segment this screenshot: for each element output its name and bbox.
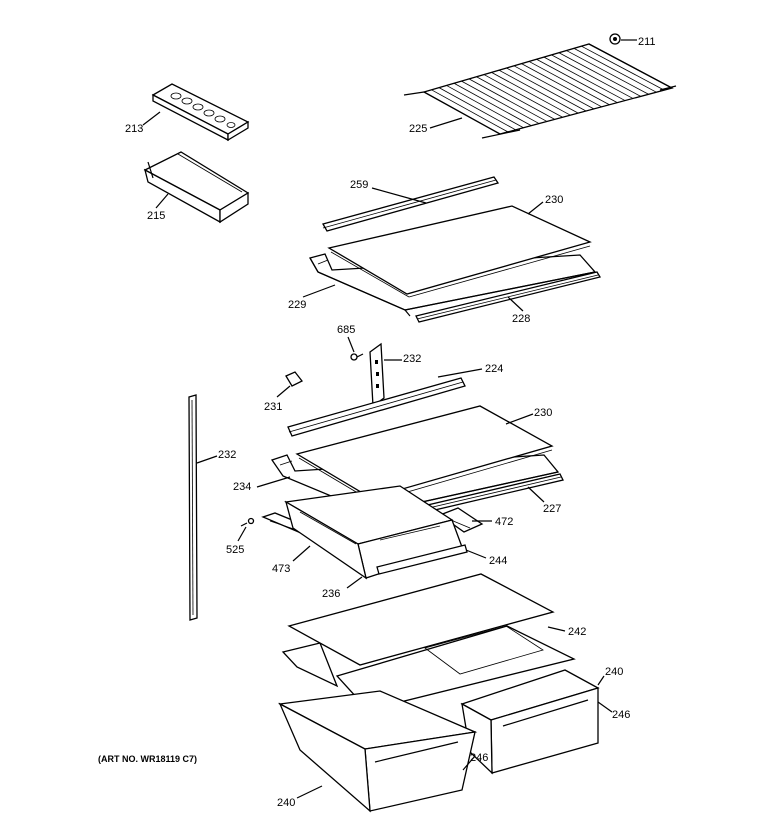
callout-244: 244 xyxy=(489,555,507,567)
leader-225 xyxy=(429,117,463,129)
callout-234: 234 xyxy=(233,481,251,493)
leader-525 xyxy=(237,526,247,542)
part-230-glass-upper xyxy=(327,205,592,298)
leader-230-upper xyxy=(527,201,544,215)
part-215-door-bin xyxy=(143,151,250,224)
leader-231 xyxy=(276,385,291,398)
callout-225: 225 xyxy=(409,123,427,135)
callout-227: 227 xyxy=(543,503,561,515)
leader-224 xyxy=(437,368,483,378)
leader-259 xyxy=(371,187,427,204)
callout-242: 242 xyxy=(568,626,586,638)
part-231-clip xyxy=(285,371,303,387)
leader-215 xyxy=(155,193,169,209)
callout-211: 211 xyxy=(638,36,656,48)
callout-472: 472 xyxy=(495,516,513,528)
leader-240-right xyxy=(597,675,605,686)
part-225-wire-shelf xyxy=(403,43,677,139)
callout-473: 473 xyxy=(272,563,290,575)
callout-230-upper: 230 xyxy=(545,194,563,206)
callout-246-right: 246 xyxy=(612,709,630,721)
part-525-screw xyxy=(240,517,255,527)
leader-213 xyxy=(142,111,161,126)
leader-473 xyxy=(292,545,311,562)
leader-227 xyxy=(527,486,545,503)
leader-230-middle xyxy=(505,413,534,425)
leader-228 xyxy=(507,296,524,312)
part-259-trim xyxy=(322,176,500,232)
callout-228: 228 xyxy=(512,313,530,325)
part-244-cover xyxy=(376,544,468,575)
part-232-long-rail xyxy=(188,394,198,621)
callout-246-left: 246 xyxy=(470,752,488,764)
callout-232-long: 232 xyxy=(218,449,236,461)
callout-259: 259 xyxy=(350,179,368,191)
leader-685 xyxy=(347,336,355,353)
part-242-crisper-cover xyxy=(281,573,576,711)
part-236-drawer xyxy=(284,485,463,580)
leader-246-left xyxy=(462,755,476,771)
callout-236: 236 xyxy=(322,588,340,600)
callout-240-right: 240 xyxy=(605,666,623,678)
callout-229: 229 xyxy=(288,299,306,311)
leader-229 xyxy=(302,284,336,298)
callout-213: 213 xyxy=(125,123,143,135)
part-224-trim xyxy=(287,377,466,437)
part-232-bracket-short xyxy=(369,342,385,408)
leader-242 xyxy=(547,626,566,632)
part-213-tray xyxy=(151,83,250,142)
callout-230-middle: 230 xyxy=(534,407,552,419)
part-240-drawer-left xyxy=(277,690,478,813)
leader-244 xyxy=(465,549,487,559)
leader-232-long xyxy=(196,455,218,464)
leader-246-right xyxy=(597,701,613,713)
leader-236 xyxy=(346,576,363,589)
callout-224: 224 xyxy=(485,363,503,375)
callout-232-short: 232 xyxy=(403,353,421,365)
callout-685: 685 xyxy=(337,324,355,336)
art-number-note: (ART NO. WR18119 C7) xyxy=(98,754,197,764)
part-685-screw xyxy=(350,353,364,361)
callout-215: 215 xyxy=(147,210,165,222)
leader-240-left xyxy=(296,785,323,799)
part-211-knob xyxy=(609,33,621,45)
leader-234 xyxy=(256,476,291,488)
callout-525: 525 xyxy=(226,544,244,556)
callout-240-left: 240 xyxy=(277,797,295,809)
callout-231: 231 xyxy=(264,401,282,413)
